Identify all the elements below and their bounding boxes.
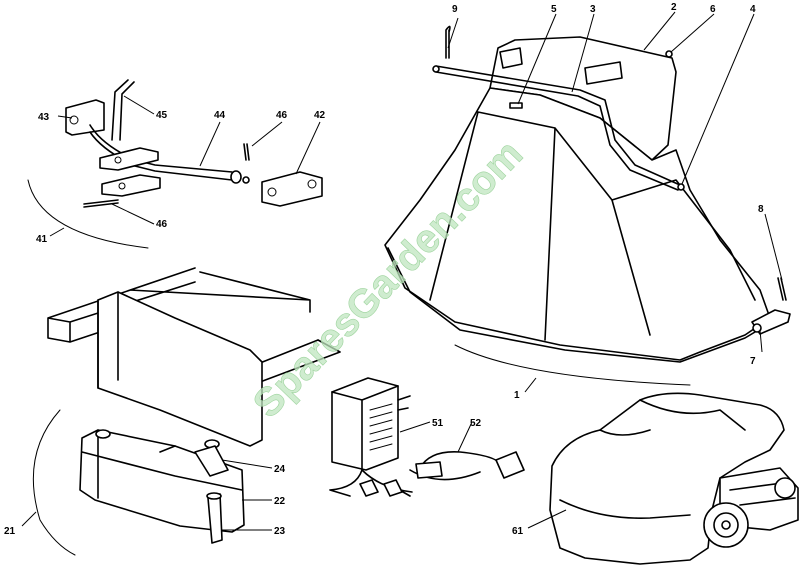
split-pin-46-top	[243, 143, 250, 161]
battery-assembly	[32, 267, 341, 556]
callout-3: 3	[590, 4, 596, 15]
bolt-23	[207, 493, 223, 544]
catcher-lid-tab-right	[584, 61, 623, 85]
hinge-washer	[752, 323, 762, 333]
split-pin-46-bottom	[83, 199, 119, 208]
tube-end	[230, 170, 242, 184]
battery-22	[79, 429, 245, 533]
cable-connector	[415, 461, 443, 479]
callout-61: 61	[512, 526, 524, 537]
callout-4: 4	[750, 4, 756, 15]
split-pin-8	[777, 277, 787, 301]
clip-5	[509, 102, 523, 109]
charger-assembly	[329, 377, 525, 497]
catcher-frame-rod	[435, 65, 681, 186]
charger-plug-prongs	[397, 395, 411, 411]
battery-terminal-left	[95, 429, 111, 439]
callout-labels: 9 5 3 2 6 4 8 7 1 43 45 44 46 42 46 41 2…	[4, 2, 764, 537]
tube-washer	[242, 176, 250, 184]
callout-1: 1	[514, 390, 520, 401]
catcher-frame-rod-inner	[435, 71, 679, 191]
catcher-hem	[387, 247, 776, 363]
callout-9: 9	[452, 4, 458, 15]
tractor-cover-assembly	[549, 392, 799, 565]
battery-strap-24	[194, 445, 229, 477]
bracket-plate-lower	[101, 174, 161, 197]
grass-catcher-assembly	[384, 25, 791, 386]
catcher-group-arc	[454, 344, 691, 386]
bracket-43	[65, 99, 105, 136]
catcher-lid-tab-left	[499, 47, 523, 69]
callout-5: 5	[551, 4, 557, 15]
mains-plug	[495, 451, 525, 479]
callout-45: 45	[156, 110, 168, 121]
leader-lines	[21, 11, 783, 531]
callout-23: 23	[274, 526, 286, 537]
callout-43: 43	[38, 112, 50, 123]
callout-46-bottom: 46	[156, 219, 168, 230]
callout-2: 2	[671, 2, 677, 13]
callout-41: 41	[36, 234, 48, 245]
tractor-cover-61	[549, 392, 785, 565]
mounting-bracket-assembly	[27, 79, 323, 249]
callout-7: 7	[750, 356, 756, 367]
callout-44: 44	[214, 110, 226, 121]
charger-clips	[359, 479, 403, 497]
callout-24: 24	[274, 464, 286, 475]
callout-51: 51	[432, 418, 444, 429]
callout-46-top: 46	[276, 110, 288, 121]
bracket-group-arc	[27, 179, 149, 249]
bracket-42	[261, 171, 323, 207]
tractor-body-block	[97, 291, 263, 447]
catcher-bag-body	[384, 87, 771, 361]
rear-wheel	[774, 477, 796, 499]
lever-45	[111, 79, 135, 141]
battery-group-arc	[32, 409, 76, 556]
rod-end-right	[677, 183, 685, 191]
callout-52: 52	[470, 418, 482, 429]
callout-8: 8	[758, 204, 764, 215]
callout-42: 42	[314, 110, 326, 121]
callout-21: 21	[4, 526, 16, 537]
charger-51	[331, 377, 399, 471]
callout-6: 6	[710, 4, 716, 15]
cross-tube-44	[89, 124, 233, 181]
rod-end-left	[432, 65, 440, 73]
callout-22: 22	[274, 496, 286, 507]
bracket-plate-upper	[99, 147, 159, 171]
catcher-side-panel	[611, 179, 756, 301]
screw-6	[665, 50, 673, 58]
